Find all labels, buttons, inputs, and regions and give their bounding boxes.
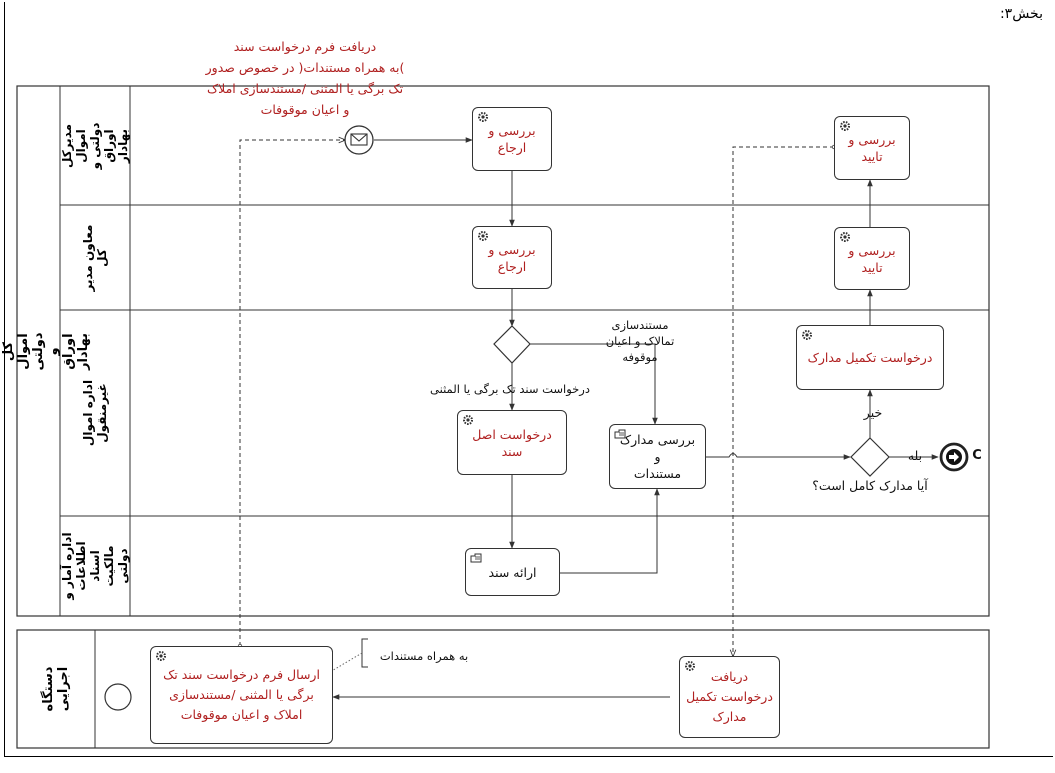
- gear-icon: [463, 415, 473, 425]
- gear-icon: [840, 232, 850, 242]
- lane-real-estate-label: اداره اموال غیرمنقول: [81, 379, 109, 447]
- message-flows: [240, 140, 834, 656]
- task-send-request-form[interactable]: ارسال فرم درخواست سند تک برگی یا المثنی …: [150, 646, 333, 744]
- task-review-approve-2[interactable]: بررسی و تایید: [834, 227, 910, 290]
- outer-frame: [4, 2, 1053, 757]
- task-provide-doc[interactable]: ارائه سند: [465, 548, 560, 596]
- link-end-event: [939, 442, 969, 472]
- section-title: بخش۳:: [999, 6, 1043, 22]
- label-yes: بله: [907, 448, 923, 463]
- pool-main-label: اداره کل اموال دولتی و اوراق بهادار: [0, 331, 91, 371]
- gear-icon: [478, 112, 488, 122]
- task-review-return-2[interactable]: بررسی و ارجاع: [472, 226, 552, 289]
- gateway-request-type: [493, 325, 531, 364]
- lane-statistics-label: اداره آمار و اطلاعات اسناد مالکیت دولتی: [60, 532, 130, 600]
- manual-task-icon: [470, 553, 482, 563]
- pool-main: [16, 85, 990, 617]
- gear-icon: [156, 651, 166, 661]
- lane-director-label: مدیرکل اموال دولتی و اوراق بهادار: [60, 122, 130, 169]
- task-review-return-1[interactable]: بررسی و ارجاع: [472, 107, 552, 171]
- pool-external: [16, 629, 990, 749]
- gateway-docs-complete: [850, 437, 890, 477]
- gear-icon: [478, 231, 488, 241]
- sequence-flows: [332, 137, 939, 700]
- label-gateway-path-single: درخواست سند تک برگی یا المثنی: [430, 382, 590, 396]
- label-link-c: C: [972, 448, 982, 463]
- gear-icon: [840, 121, 850, 131]
- task-request-complete-docs[interactable]: درخواست تکمیل مدارک: [796, 325, 944, 390]
- gear-icon: [802, 330, 812, 340]
- task-request-original-doc[interactable]: درخواست اصل سند: [457, 410, 567, 475]
- pool-external-label: دستگاه اجرایی: [41, 666, 71, 712]
- label-annotation: به همراه مستندات: [379, 649, 469, 663]
- label-gateway-path-docs: مستندسازی تمالاک و اعیان موقوفه: [605, 318, 675, 364]
- annotation: [329, 638, 368, 673]
- start-event: [104, 683, 132, 711]
- label-message-receive: دریافت فرم درخواست سند )به همراه مستندات…: [205, 39, 405, 117]
- task-review-approve-1[interactable]: بررسی و تایید: [834, 116, 910, 180]
- label-no: خیر: [863, 405, 883, 420]
- task-review-docs[interactable]: بررسی مدارک و مستندات: [609, 424, 706, 489]
- gear-icon: [685, 661, 695, 671]
- label-gateway-question: آیا مدارک کامل است؟: [812, 478, 928, 493]
- message-start-event: [344, 125, 374, 155]
- lane-deputy-label: معاون مدیر کل: [81, 224, 109, 291]
- manual-task-icon: [614, 429, 626, 439]
- task-receive-complete-request[interactable]: دریافت درخواست تکمیل مدارک: [679, 656, 780, 738]
